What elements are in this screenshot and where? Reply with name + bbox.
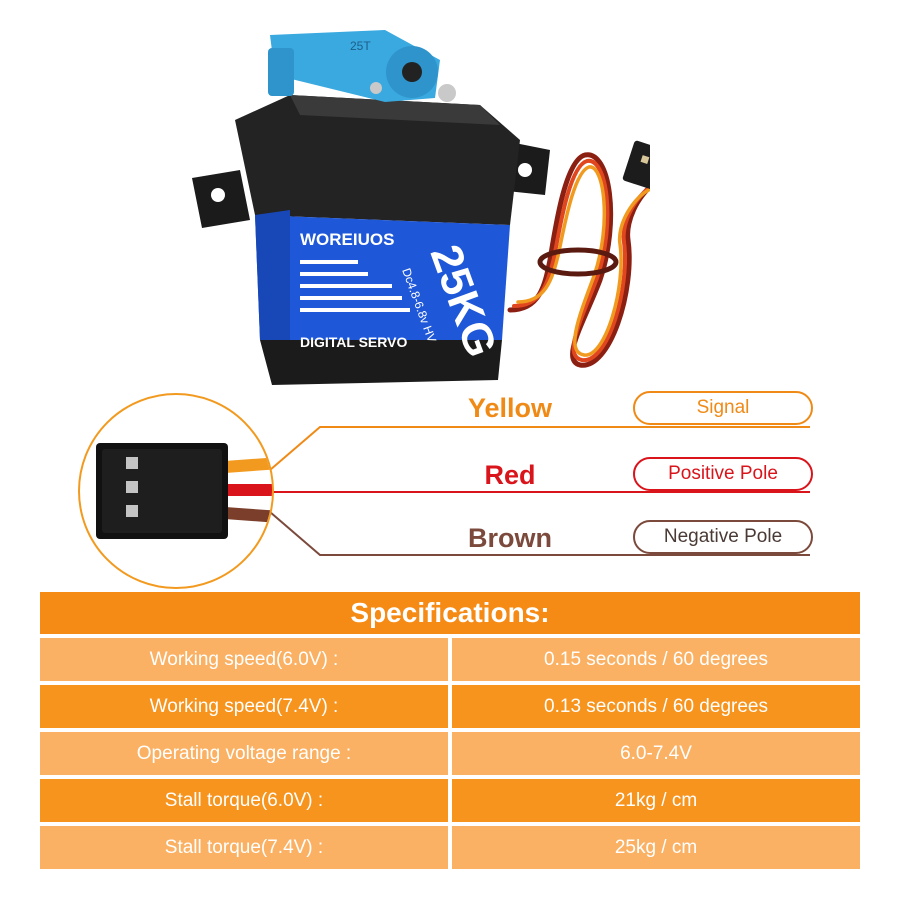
spec-row: Stall torque(7.4V) : 25kg / cm [40,826,860,869]
spec-value: 6.0-7.4V [452,732,860,775]
connector-closeup-drawing [96,443,272,539]
wire-function-negative-pole: Negative Pole [633,520,813,554]
wire-function-signal: Signal [633,391,813,425]
spec-row: Stall torque(6.0V) : 21kg / cm [40,779,860,822]
spec-label: Stall torque(7.4V) : [40,826,448,869]
cable-connector [622,140,650,201]
servo-cable [507,152,650,368]
servo-horn: 25T [268,30,456,102]
horn-label: 25T [350,39,371,53]
spec-label: Operating voltage range : [40,732,448,775]
connector-closeup [78,393,274,589]
wire-color-brown: Brown [468,523,552,553]
spec-label: Working speed(7.4V) : [40,685,448,728]
spec-value: 0.15 seconds / 60 degrees [452,638,860,681]
servo-type: DIGITAL SERVO [300,334,407,350]
wire-color-yellow: Yellow [467,393,553,423]
servo-product-image: WOREIUOS DIGITAL SERVO 25KG Dc4.8-6.8v H… [192,30,650,385]
spec-row: Operating voltage range : 6.0-7.4V [40,732,860,775]
specifications-table: Working speed(6.0V) : 0.15 seconds / 60 … [40,638,860,873]
spec-label: Working speed(6.0V) : [40,638,448,681]
spec-label: Stall torque(6.0V) : [40,779,448,822]
wire-color-red: Red [484,460,536,490]
spec-value: 0.13 seconds / 60 degrees [452,685,860,728]
spec-row: Working speed(6.0V) : 0.15 seconds / 60 … [40,638,860,681]
spec-value: 25kg / cm [452,826,860,869]
servo-brand: WOREIUOS [300,230,394,249]
spec-value: 21kg / cm [452,779,860,822]
wire-function-positive-pole: Positive Pole [633,457,813,491]
specifications-title: Specifications: [40,592,860,634]
spec-row: Working speed(7.4V) : 0.13 seconds / 60 … [40,685,860,728]
